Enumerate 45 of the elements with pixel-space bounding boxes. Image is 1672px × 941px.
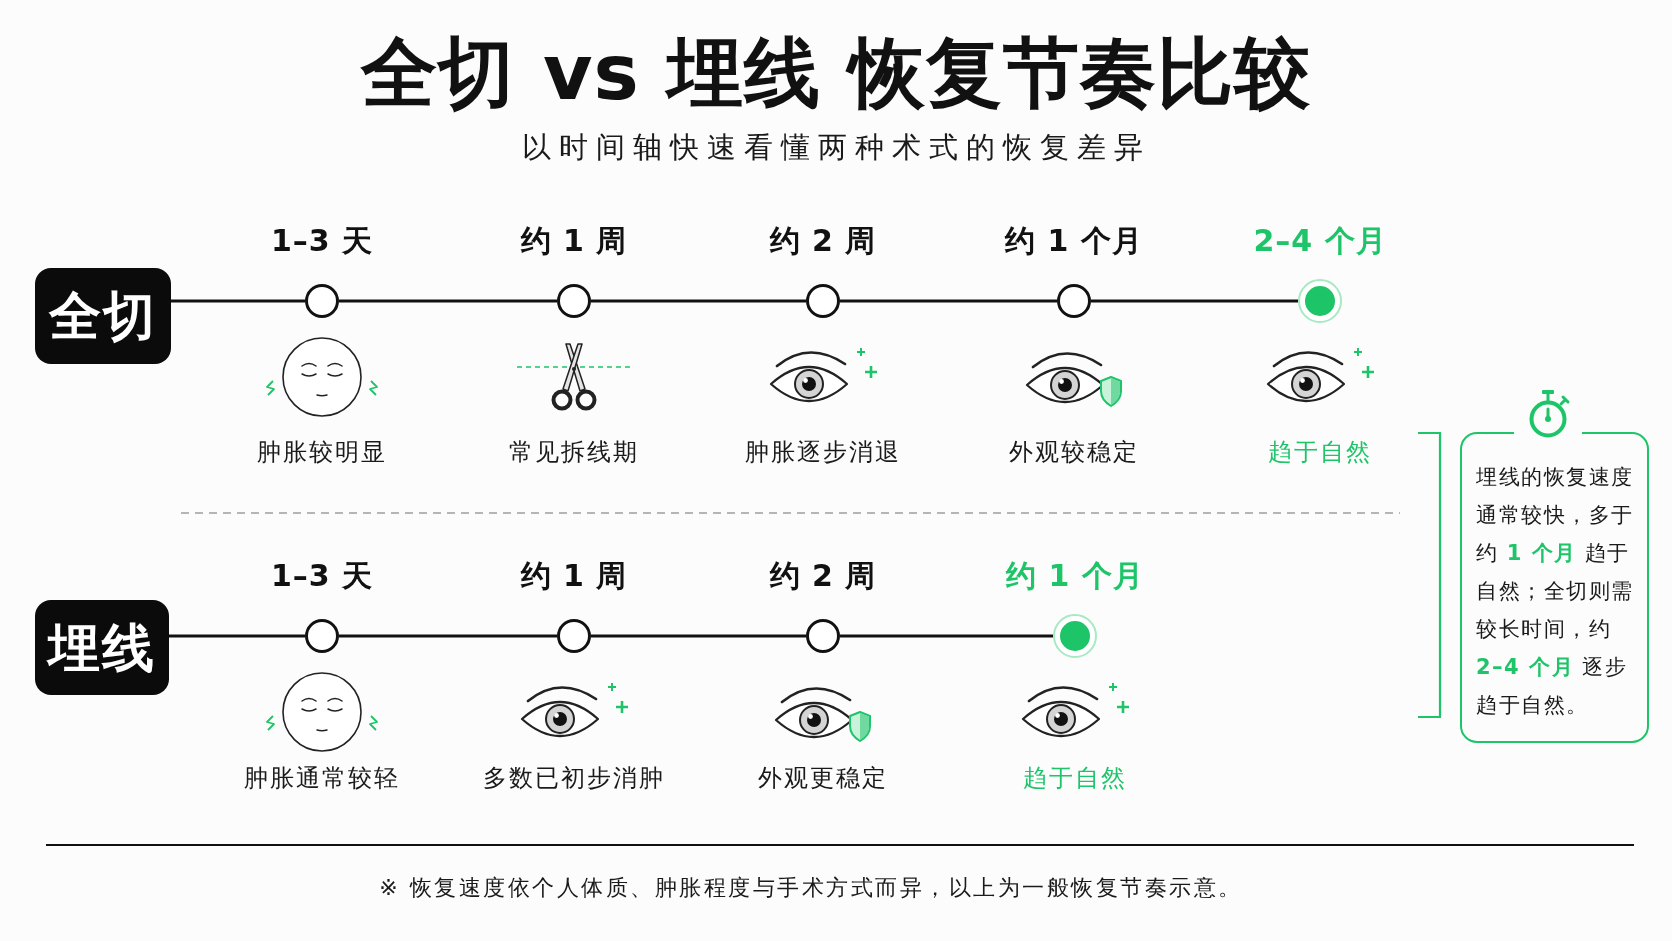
- filled-timeline-circle: [1298, 279, 1342, 323]
- time-label: 约 1 周: [520, 558, 628, 594]
- time-label: 1–3 天: [270, 223, 374, 259]
- timeline-line: [840, 299, 1057, 303]
- stage-caption: 外观较稳定: [1009, 437, 1139, 467]
- timeline-line: [1091, 299, 1298, 303]
- stage-caption: 趋于自然: [1268, 437, 1372, 467]
- time-label: 2–4 个月: [1253, 223, 1387, 259]
- note-text: 埋线的恢复速度通常较快，多于约 1 个月 趋于自然；全切则需较长时间，约 2–4 个月 逐步趋于自然。: [1476, 464, 1635, 719]
- subtitle: 以时间轴快速看懂两种术式的恢复差异: [521, 129, 1151, 165]
- timeline-line: [339, 634, 557, 638]
- note-box: [1460, 432, 1649, 743]
- time-label: 1–3 天: [270, 558, 374, 594]
- timeline-circle: [305, 284, 339, 318]
- timeline-line: [169, 634, 305, 638]
- stage-caption: 肿胀逐步消退: [745, 437, 901, 467]
- stage-caption: 肿胀通常较轻: [244, 763, 400, 793]
- row-label-box: [35, 268, 171, 364]
- row-label: 全切: [49, 284, 157, 348]
- time-label: 约 2 周: [769, 223, 877, 259]
- timeline-line: [339, 299, 557, 303]
- filled-timeline-circle: [1053, 614, 1097, 658]
- row-label-box: [35, 600, 169, 695]
- timeline-circle: [806, 619, 840, 653]
- time-label: 约 1 个月: [1006, 558, 1144, 594]
- time-label: 约 2 周: [769, 558, 877, 594]
- timeline-line: [591, 299, 806, 303]
- timeline-circle: [806, 284, 840, 318]
- stage-caption: 外观更稳定: [758, 763, 888, 793]
- time-label: 约 1 个月: [1005, 223, 1143, 259]
- time-label: 约 1 周: [520, 223, 628, 259]
- timeline-circle: [305, 619, 339, 653]
- timeline-circle: [557, 619, 591, 653]
- stage-caption: 多数已初步消肿: [483, 763, 665, 793]
- stage-caption: 常见拆线期: [509, 437, 639, 467]
- stage-caption: 趋于自然: [1023, 763, 1127, 793]
- timeline-line: [840, 634, 1053, 638]
- timeline-line: [171, 299, 305, 303]
- timeline-line: [591, 634, 806, 638]
- timeline-circle: [557, 284, 591, 318]
- timeline-circle: [1057, 284, 1091, 318]
- footnote: ※ 恢复速度依个人体质、肿胀程度与手术方式而异，以上为一般恢复节奏示意。: [379, 874, 1243, 902]
- row-label: 埋线: [48, 616, 156, 679]
- title: 全切 vs 埋线 恢复节奏比较: [361, 27, 1311, 119]
- stage-caption: 肿胀较明显: [257, 437, 387, 467]
